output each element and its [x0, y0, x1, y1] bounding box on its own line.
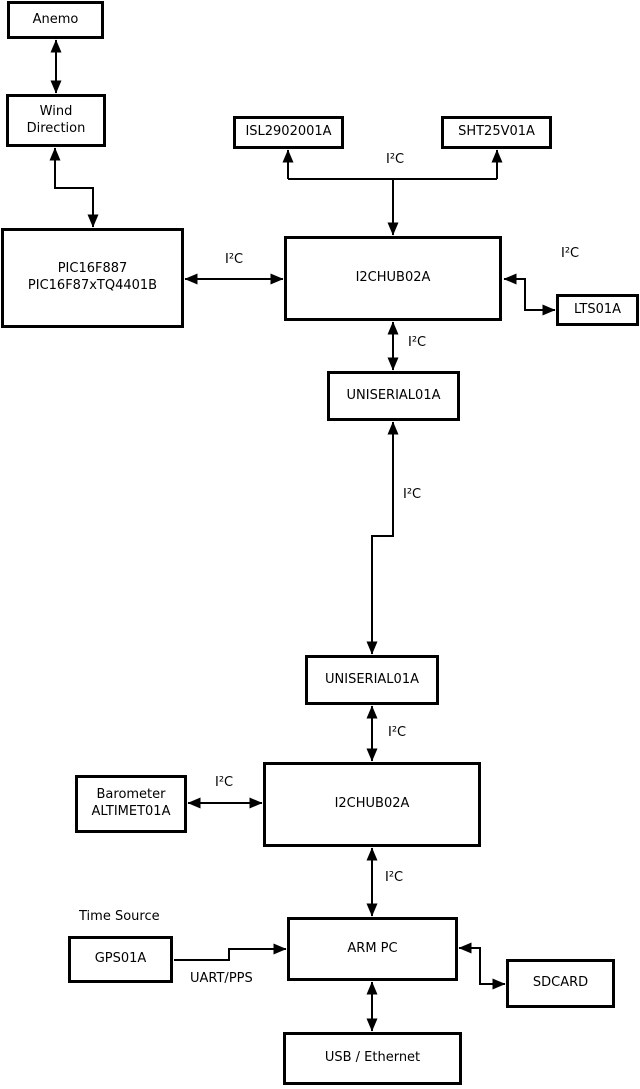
node-lts01a-label: LTS01A — [573, 301, 622, 317]
node-anemo: Anemo — [7, 1, 104, 39]
node-sdcard-label: SDCARD — [532, 975, 589, 991]
label-time-source: Time Source — [79, 909, 160, 924]
node-wind-direction: Wind Direction — [6, 94, 106, 147]
node-pic16f887-label-line1: PIC16F887 — [57, 261, 128, 277]
edge-gps-armpc — [174, 943, 287, 961]
node-i2chub02a-top: I2CHUB02A — [284, 236, 502, 321]
node-barometer-altimet01a: Barometer ALTIMET01A — [75, 775, 187, 833]
label-i2c-top-bus: I²C — [386, 152, 405, 167]
label-i2c-uniserial1-uniserial2: I²C — [403, 487, 422, 502]
node-gps01a: GPS01A — [68, 936, 173, 983]
node-uniserial01a-lower: UNISERIAL01A — [305, 655, 439, 705]
label-i2c-uniserial2-hub2: I²C — [388, 725, 407, 740]
node-sht25v01a: SHT25V01A — [441, 116, 552, 149]
node-wind-direction-label-line2: Direction — [26, 120, 86, 136]
label-i2c-hub1-lts: I²C — [561, 246, 580, 261]
label-uart-pps: UART/PPS — [190, 971, 253, 986]
node-usb-ethernet-label: USB / Ethernet — [324, 1050, 421, 1066]
node-pic16f887-label-line2: PIC16F87xTQ4401B — [27, 278, 158, 293]
label-i2c-hub1-uniserial1: I²C — [408, 335, 427, 350]
node-arm-pc-label: ARM PC — [347, 940, 398, 956]
edge-armpc-sdcard — [458, 942, 506, 990]
node-anemo-label: Anemo — [32, 11, 79, 27]
node-arm-pc: ARM PC — [287, 917, 458, 981]
node-lts01a: LTS01A — [556, 294, 639, 326]
label-i2c-hub2-armpc: I²C — [385, 870, 404, 885]
node-isl2902001a-label: ISL2902001A — [245, 124, 332, 140]
node-barometer-label-line2: ALTIMET01A — [91, 804, 171, 819]
node-sdcard: SDCARD — [506, 959, 615, 1008]
node-usb-ethernet: USB / Ethernet — [283, 1032, 462, 1085]
label-i2c-barometer-hub2: I²C — [215, 775, 234, 790]
node-isl2902001a: ISL2902001A — [233, 116, 344, 149]
edge-wind-pic — [49, 147, 99, 228]
node-uniserial01a-upper-label: UNISERIAL01A — [346, 387, 441, 403]
node-i2chub02a-top-label: I2CHUB02A — [355, 270, 431, 286]
node-i2chub02a-bottom-label: I2CHUB02A — [334, 796, 410, 812]
node-uniserial01a-upper: UNISERIAL01A — [327, 371, 460, 421]
node-uniserial01a-lower-label: UNISERIAL01A — [325, 671, 419, 687]
node-i2chub02a-bottom: I2CHUB02A — [263, 762, 481, 847]
node-sht25v01a-label: SHT25V01A — [458, 124, 535, 140]
node-gps01a-label: GPS01A — [94, 951, 147, 967]
edge-hub1-lts — [503, 273, 556, 316]
node-pic16f887: PIC16F887 PIC16F87xTQ4401B — [1, 228, 184, 328]
node-barometer-label-line1: Barometer — [96, 787, 166, 803]
edge-uniserial1-uniserial2 — [366, 421, 399, 655]
node-wind-direction-label-line1: Wind — [39, 103, 73, 119]
label-i2c-pic-hub1: I²C — [225, 252, 244, 267]
